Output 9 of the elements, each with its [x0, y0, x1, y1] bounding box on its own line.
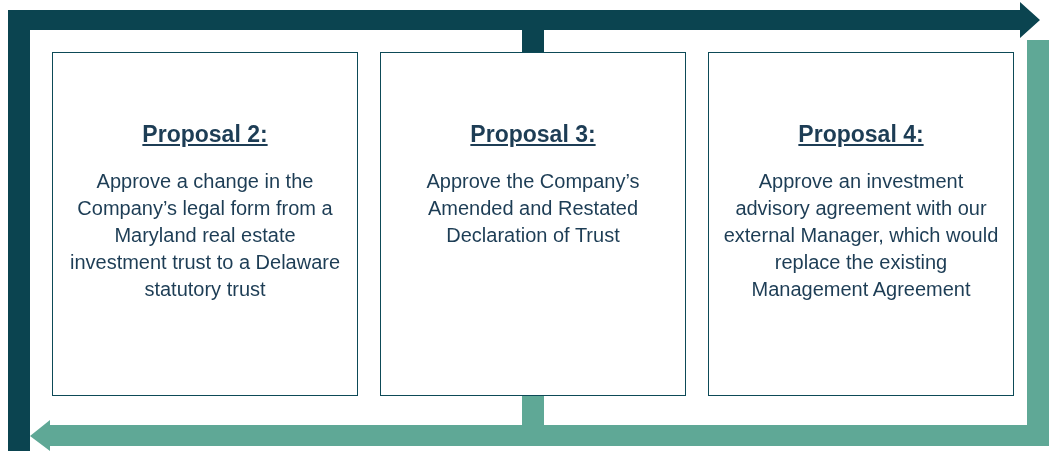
proposal-box [52, 52, 358, 396]
proposal-description: Approve the Company’s Amended and Restated Declaration of Trust [425, 169, 641, 248]
proposal-heading: Proposal 4: [798, 121, 924, 148]
proposal-description: Approve a change in the Company’s legal form from a Maryland real estate investment trust to a Delaware statutory trust [68, 169, 342, 302]
proposal-box [380, 52, 686, 396]
proposal-box [708, 52, 1014, 396]
proposal-heading: Proposal 3: [470, 121, 596, 148]
proposal-heading: Proposal 2: [142, 121, 268, 148]
proposal-description: Approve an investment advisory agreement with our external Manager, which would replace the existing Management Agreement [723, 169, 999, 302]
